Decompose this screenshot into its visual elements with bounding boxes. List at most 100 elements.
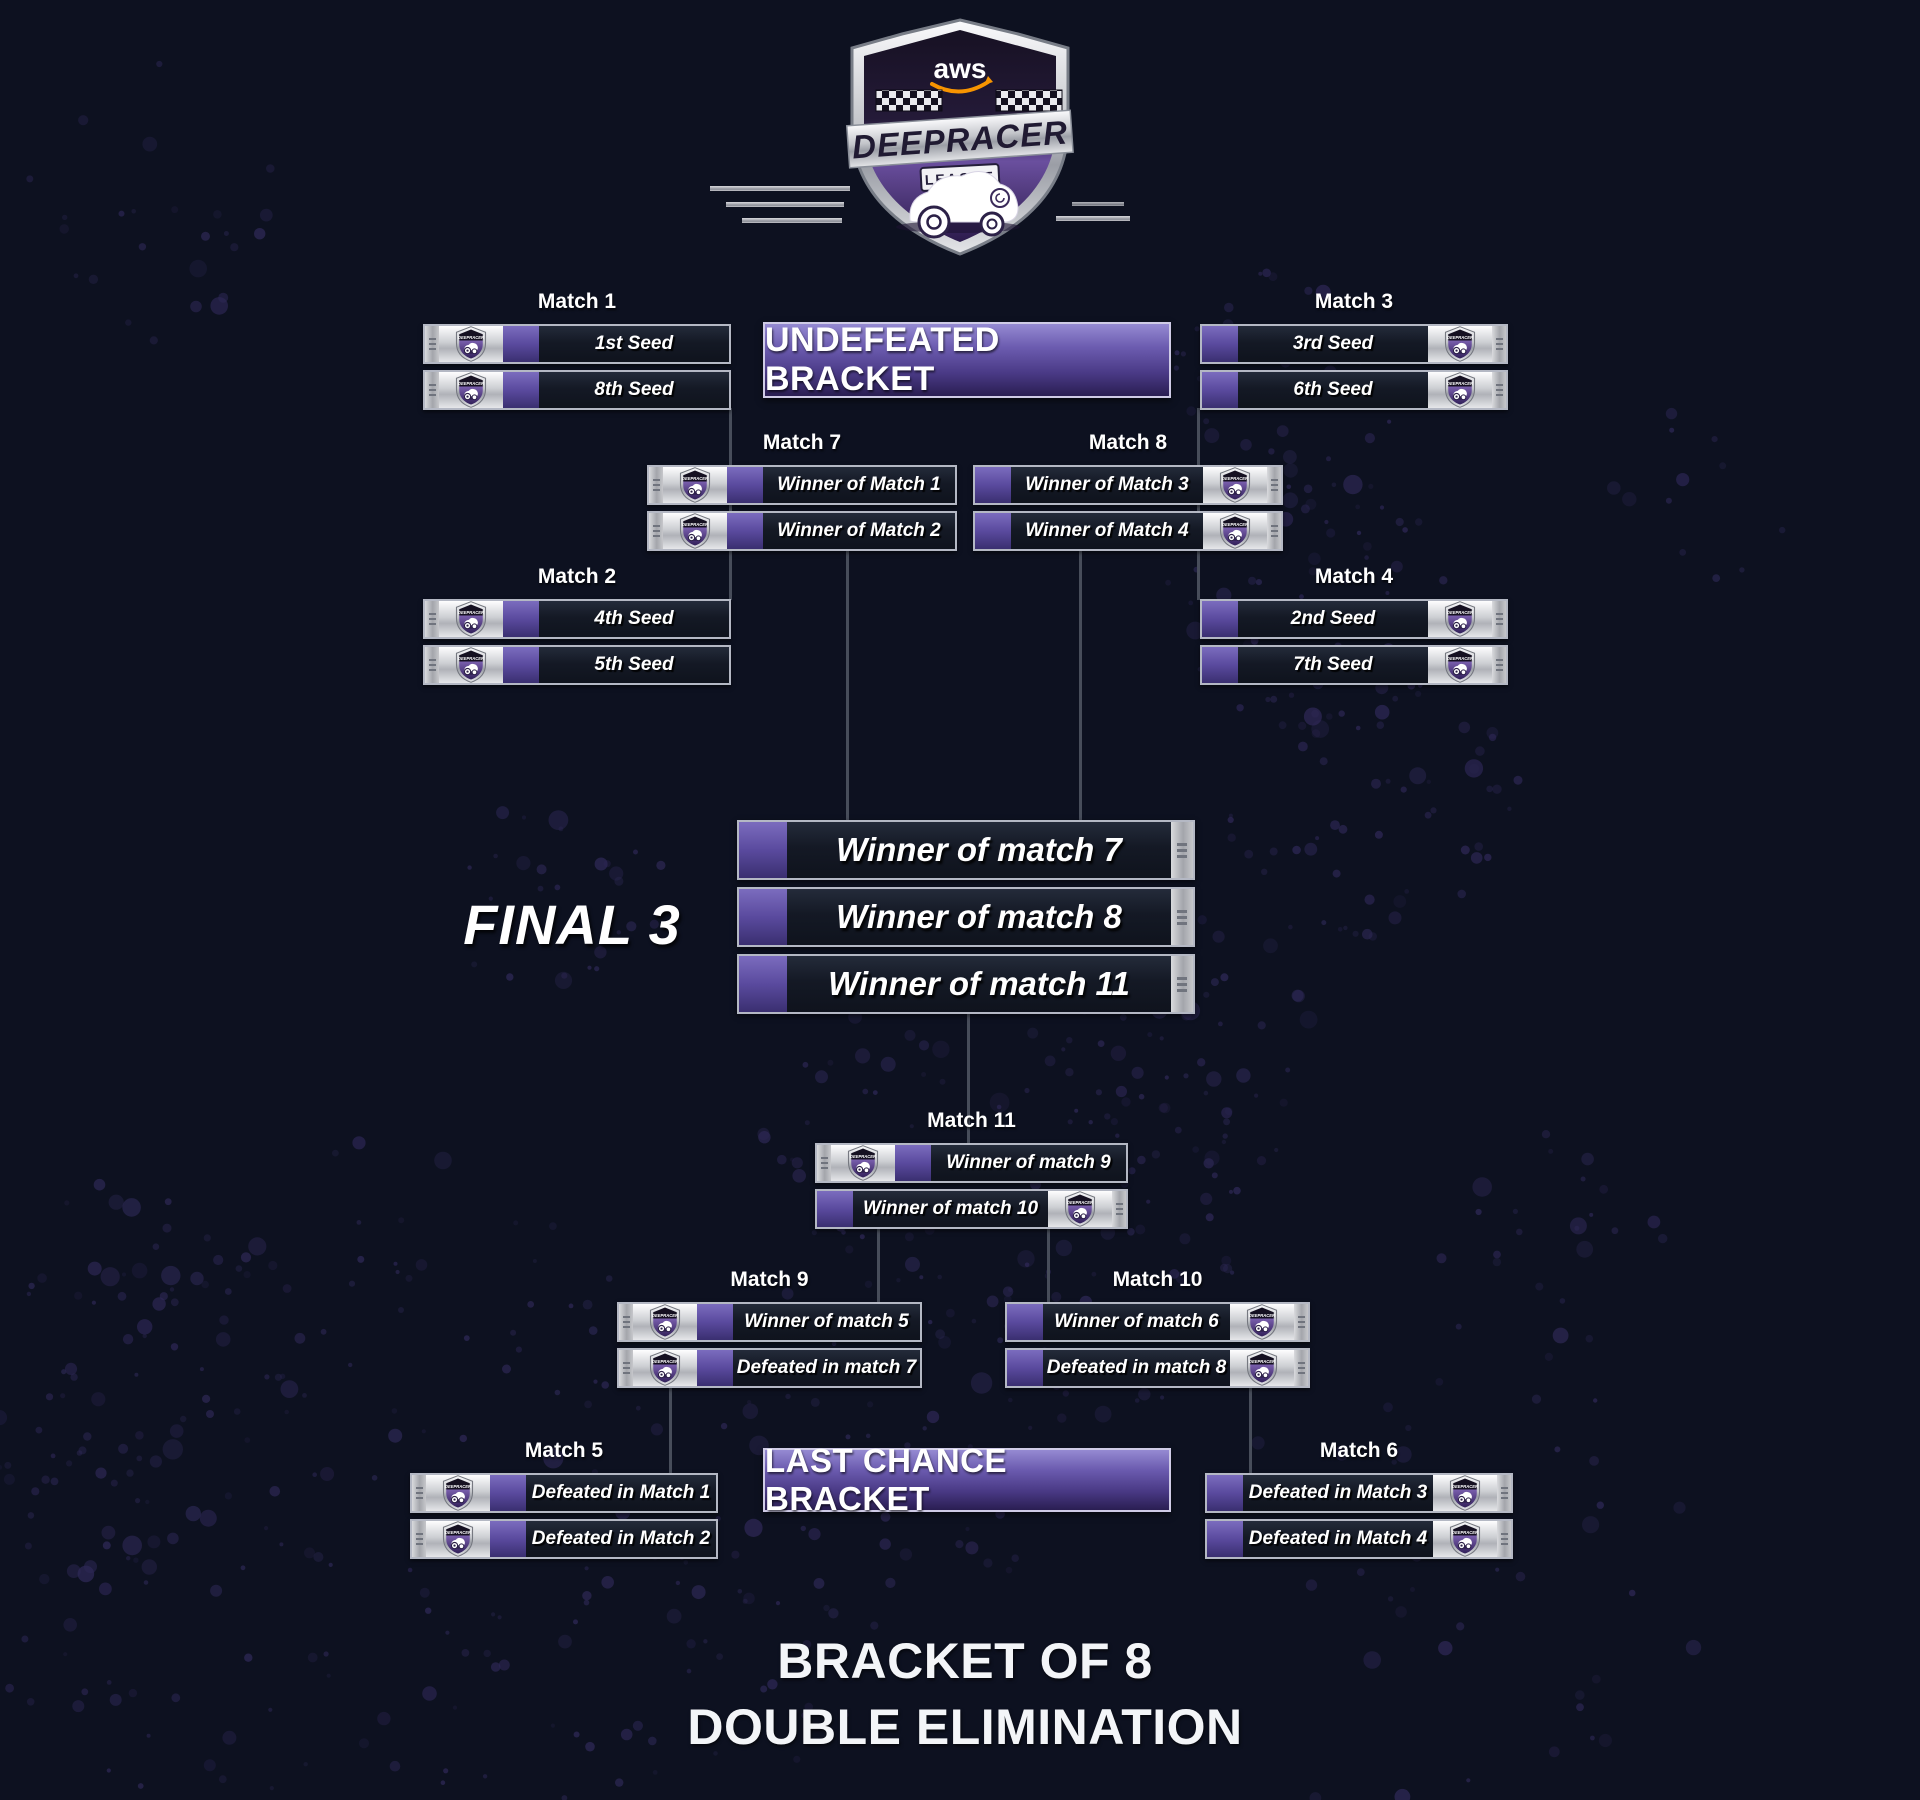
deepracer-badge-icon (1203, 467, 1267, 503)
slot-label: Winner of match 7 (787, 822, 1171, 878)
accent-block (1202, 601, 1238, 637)
competitor-slot: Defeated in Match 4 (1205, 1519, 1513, 1559)
accent-block (727, 467, 763, 503)
grip-endcap (1294, 1350, 1308, 1386)
grip-endcap (1497, 1521, 1511, 1557)
footer-title: BRACKET OF 8 DOUBLE ELIMINATION (560, 1628, 1370, 1760)
slot-label: 3rd Seed (1238, 326, 1428, 362)
match-label: Match 9 (730, 1268, 809, 1291)
connector-m7-final (846, 549, 849, 821)
slot-label: Defeated in Match 4 (1243, 1521, 1433, 1557)
competitor-slot: Winner of Match 3 (973, 465, 1283, 505)
competitor-slot: 1st Seed (423, 324, 731, 364)
undefeated-bracket-banner: UNDEFEATED BRACKET (763, 321, 1171, 398)
competitor-slot: 7th Seed (1200, 645, 1508, 685)
accent-block (739, 822, 787, 878)
grip-endcap (425, 372, 439, 408)
slot-label: Defeated in match 7 (733, 1350, 920, 1386)
match-label: Match 11 (927, 1109, 1016, 1132)
connector-m8-final (1079, 549, 1082, 821)
slot-label: 7th Seed (1238, 647, 1428, 683)
deepracer-badge-icon (426, 1475, 490, 1511)
race-car-icon (896, 171, 1020, 239)
footer-line-1: BRACKET OF 8 (777, 1633, 1153, 1689)
slot-label: Defeated in match 8 (1043, 1350, 1230, 1386)
slot-label: 4th Seed (539, 601, 729, 637)
competitor-slot: Defeated in Match 2 (410, 1519, 718, 1559)
competitor-slot: 6th Seed (1200, 370, 1508, 410)
grip-endcap (1492, 647, 1506, 683)
competitor-slot: 2nd Seed (1200, 599, 1508, 639)
grip-endcap (619, 1350, 633, 1386)
deepracer-badge-icon (439, 372, 503, 408)
match-label: Match 6 (1319, 1439, 1399, 1462)
grip-endcap (425, 601, 439, 637)
accent-block (1202, 326, 1238, 362)
match-9: Match 9 Winner of match 5 Defeated in ma… (617, 1266, 922, 1394)
deepracer-badge-icon (1230, 1350, 1294, 1386)
competitor-slot: Winner of Match 2 (647, 511, 957, 551)
accent-block (739, 889, 787, 945)
deepracer-badge-icon (1230, 1304, 1294, 1340)
accent-block (503, 647, 539, 683)
accent-block (490, 1521, 526, 1557)
match-label: Match 7 (762, 431, 842, 454)
grip-endcap (1171, 956, 1193, 1012)
deepracer-badge-icon (439, 647, 503, 683)
accent-block (1202, 372, 1238, 408)
deepracer-badge-icon (1433, 1475, 1497, 1511)
grip-endcap (1112, 1191, 1126, 1227)
slot-label: Winner of Match 2 (763, 513, 955, 549)
deepracer-badge-icon (831, 1145, 895, 1181)
accent-block (739, 956, 787, 1012)
deepracer-banner: DEEPRACER (845, 109, 1074, 169)
deepracer-badge-icon (1433, 1521, 1497, 1557)
match-2: Match 2 4th Seed 5th Seed (423, 563, 731, 691)
connector-final-m11 (967, 1012, 970, 1144)
deepracer-badge-icon (426, 1521, 490, 1557)
deepracer-badge-icon (1428, 601, 1492, 637)
last-chance-bracket-banner: LAST CHANCE BRACKET (763, 1442, 1171, 1517)
competitor-slot: Defeated in match 8 (1005, 1348, 1310, 1388)
slot-label: 6th Seed (1238, 372, 1428, 408)
match-3: Match 3 3rd Seed 6th Seed (1200, 288, 1508, 416)
competitor-slot: Winner of match 6 (1005, 1302, 1310, 1342)
accent-block (503, 372, 539, 408)
connector-m11-m9 (877, 1229, 880, 1303)
last-chance-bracket-title: LAST CHANCE BRACKET (765, 1442, 1007, 1517)
competitor-slot: Winner of Match 1 (647, 465, 957, 505)
grip-endcap (425, 326, 439, 362)
slot-label: Winner of match 9 (931, 1145, 1126, 1181)
grip-endcap (649, 513, 663, 549)
match-4: Match 4 2nd Seed 7th Seed (1200, 563, 1508, 691)
slot-label: 1st Seed (539, 326, 729, 362)
deepracer-badge-icon (1428, 326, 1492, 362)
final-slot: Winner of match 7 (737, 820, 1195, 880)
undefeated-bracket-title: UNDEFEATED BRACKET (765, 321, 1000, 398)
deepracer-badge-icon (1428, 372, 1492, 408)
deepracer-league-logo: aws DEEPRACER LEAGUE (710, 18, 1130, 256)
competitor-slot: Defeated in Match 3 (1205, 1473, 1513, 1513)
grip-endcap (1492, 601, 1506, 637)
accent-block (697, 1304, 733, 1340)
deepracer-badge-icon (633, 1304, 697, 1340)
grip-endcap (1492, 326, 1506, 362)
accent-block (1207, 1475, 1243, 1511)
deepracer-badge-icon (663, 513, 727, 549)
accent-block (1007, 1350, 1043, 1386)
aws-logo-icon: aws (930, 53, 993, 94)
competitor-slot: 4th Seed (423, 599, 731, 639)
accent-block (697, 1350, 733, 1386)
slot-label: Winner of Match 3 (1011, 467, 1203, 503)
grip-endcap (412, 1521, 426, 1557)
accent-block (817, 1191, 853, 1227)
slot-label: Defeated in Match 3 (1243, 1475, 1433, 1511)
deepracer-badge-icon (633, 1350, 697, 1386)
final3-slots: Winner of match 7 Winner of match 8 Winn… (737, 820, 1195, 1021)
slot-label: Winner of match 6 (1043, 1304, 1230, 1340)
checkered-flag-icon (875, 89, 1063, 112)
connector-m9-m5 (669, 1386, 672, 1474)
final-slot: Winner of match 8 (737, 887, 1195, 947)
slot-label: Winner of Match 1 (763, 467, 955, 503)
